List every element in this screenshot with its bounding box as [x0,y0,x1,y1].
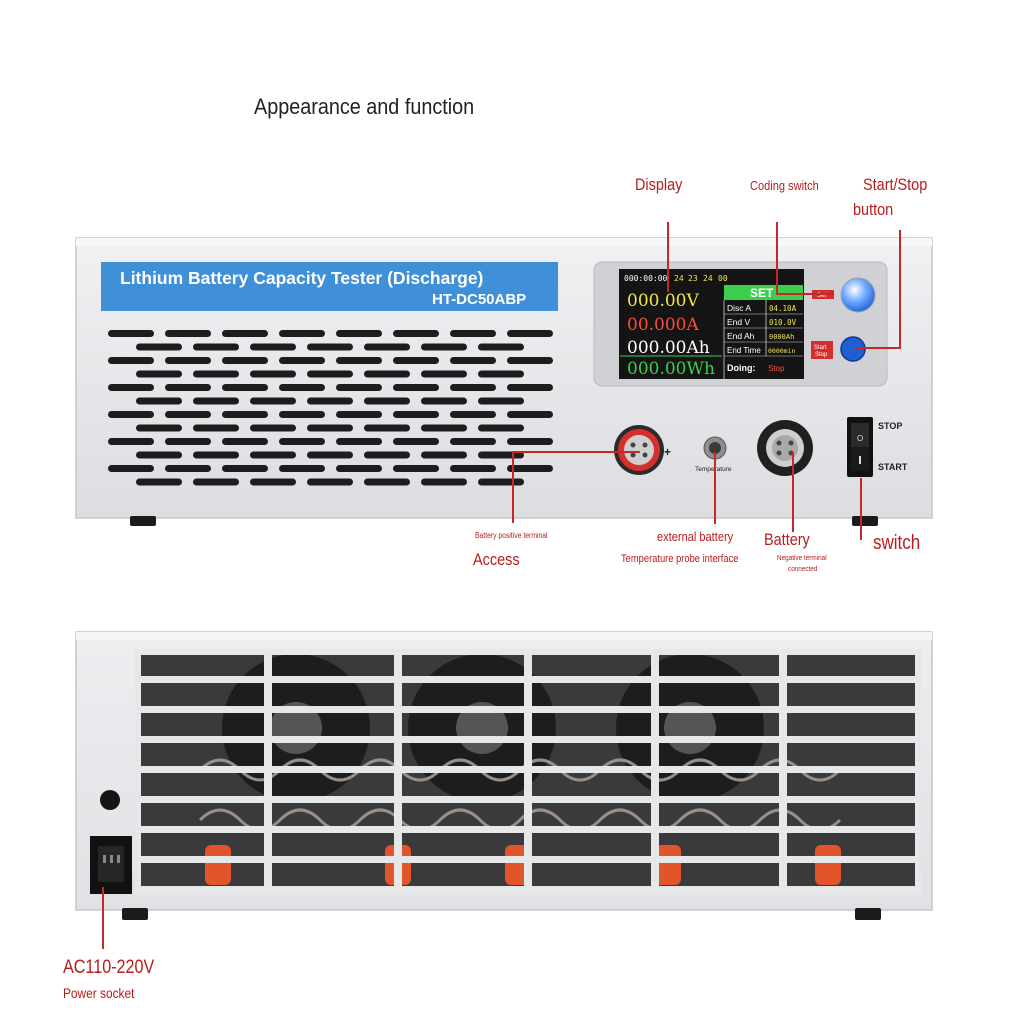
callout-display: Display [635,175,683,194]
temperature-port-label: Temperature [695,466,732,473]
lcd-set-label: SET [750,286,774,300]
leader-switch [860,478,862,540]
front-vent-grille [108,330,553,486]
leader-startstop-h [855,347,901,349]
title-banner [101,262,558,311]
set-tag-label: Set [817,293,826,299]
svg-text:O: O [857,434,863,443]
front-panel: Lithium Battery Capacity Tester (Dischar… [75,237,933,526]
callout-switch: switch [873,532,921,554]
battery-negative-connector[interactable] [757,420,813,476]
leader-startstop-v [899,230,901,348]
banner-model: HT-DC50ABP [432,291,526,308]
callout-negative-1: Negative terminal [777,553,827,562]
leader-negative [792,452,794,532]
start-stop-button[interactable] [840,336,866,362]
callout-start-stop-1: Start/Stop [863,175,928,194]
leader-ac [102,887,104,949]
lcd-temp-4: 00 [718,274,728,283]
lcd-row-label-4: End Time [727,346,761,355]
lcd-doing-value: Stop [768,364,785,373]
rear-hole [100,790,120,810]
callout-battery-positive: Battery positive terminal [475,531,548,540]
leader-coding-h [776,293,834,295]
lcd-row-value-4: 0000min [768,347,795,355]
lcd-row-label-2: End V [727,317,750,327]
lcd-doing-label: Doing: [727,363,756,373]
callout-external-battery: external battery [657,529,734,544]
power-rocker-switch[interactable]: O [847,417,873,477]
callout-negative-2: connected [788,564,818,573]
rear-grille [135,649,921,895]
rear-foot-right [855,908,881,920]
rear-foot-left [122,908,148,920]
lcd-row-value-2: 010.0V [769,318,797,327]
callout-temperature-probe: Temperature probe interface [621,553,739,565]
callout-power-socket: Power socket [63,985,135,1001]
front-foot-left [130,516,156,526]
start-stop-tag [811,341,833,359]
lcd-temp-1: 24 [674,274,684,283]
coding-switch-knob[interactable] [840,277,876,313]
callout-start-stop-2: button [853,200,894,219]
page-heading: Appearance and function [254,94,475,119]
lcd-row-label-1: Disc A [727,303,751,313]
front-foot-right [852,516,878,526]
lcd-set-header [724,285,803,300]
banner-title: Lithium Battery Capacity Tester (Dischar… [120,268,483,288]
leader-positive-v [512,451,514,523]
lcd-clock: 000:00:00 [624,274,668,283]
callout-coding-switch: Coding switch [750,178,819,193]
lcd-temp-3: 24 [703,274,713,283]
plus-sign: + [664,445,671,459]
switch-start-label: START [878,462,908,472]
callout-ac-voltage: AC110-220V [63,957,155,978]
lcd-energy: 000.00Wh [627,359,715,379]
callout-access: Access [473,550,520,569]
start-stop-tag-1: Start [814,345,827,351]
lcd-row-value-1: 04.10A [769,304,797,313]
lcd-row-label-3: End Ah [727,331,755,341]
temperature-probe-port[interactable] [703,436,727,460]
rear-panel [75,631,933,920]
ac-power-socket[interactable] [90,836,132,894]
leader-coding-v [776,222,778,294]
lcd-row-value-3: 0000Ah [769,333,794,341]
leader-temp [714,452,716,524]
lcd-current: 00.000A [627,315,699,335]
lcd-temp-2: 23 [688,274,698,283]
start-stop-tag-2: Stop [815,352,828,358]
battery-positive-connector[interactable] [614,425,664,475]
lcd-capacity: 000.00Ah [627,338,710,358]
leader-display [667,222,669,292]
lcd-voltage: 000.00V [627,291,699,311]
leader-positive-h [512,451,640,453]
switch-stop-label: STOP [878,421,902,431]
callout-battery: Battery [764,530,810,549]
